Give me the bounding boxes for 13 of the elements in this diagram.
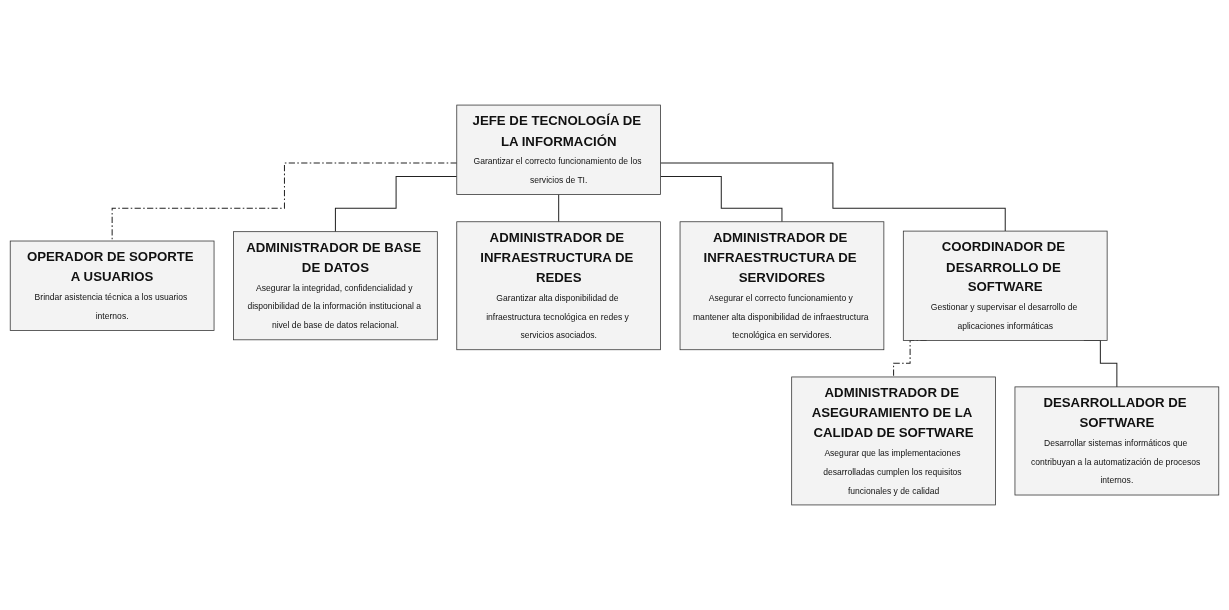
connector bbox=[660, 175, 783, 223]
node-box: OPERADOR DE SOPORTE A USUARIOS Brindar asistencia técnica a los usuarios internos. bbox=[9, 240, 215, 331]
node-box: ADMINISTRADOR DE INFRAESTRUCTURA DE SERVIDORES Asegurar el correcto funcionamiento y mantener alta disponibilidad de infraestructura tecnológica en servidores. bbox=[679, 221, 885, 351]
node-box: ADMINISTRADOR DE INFRAESTRUCTURA DE REDES Garantizar alta disponibilidad de infraestructura tecnológica en redes y servicios asociados. bbox=[456, 221, 661, 351]
connector bbox=[334, 175, 458, 233]
connector bbox=[111, 162, 458, 242]
node-box: DESARROLLADOR DE SOFTWARE Desarrollar sistemas informáticos que contribuyan a la automatización de procesos internos. bbox=[1014, 386, 1220, 496]
connector bbox=[558, 194, 560, 223]
node-box: JEFE DE TECNOLOGÍA DE LA INFORMACIÓN Garantizar el correcto funcionamiento de los servicios de TI. bbox=[456, 104, 661, 195]
node-box: ADMINISTRADOR DE ASEGURAMIENTO DE LA CALIDAD DE SOFTWARE Asegurar que las implementaciones desarrolladas cumplen los requisitos funcionales y de calidad bbox=[791, 376, 996, 506]
node-box: COORDINADOR DE DESARROLLO DE SOFTWARE Gestionar y supervisar el desarrollo de aplicaciones informáticas bbox=[902, 230, 1108, 341]
connector bbox=[660, 162, 1006, 232]
node-box: ADMINISTRADOR DE BASE DE DATOS Asegurar la integridad, confidencialidad y disponibilidad de la información institucional a nivel de base de datos relacional. bbox=[233, 231, 438, 341]
